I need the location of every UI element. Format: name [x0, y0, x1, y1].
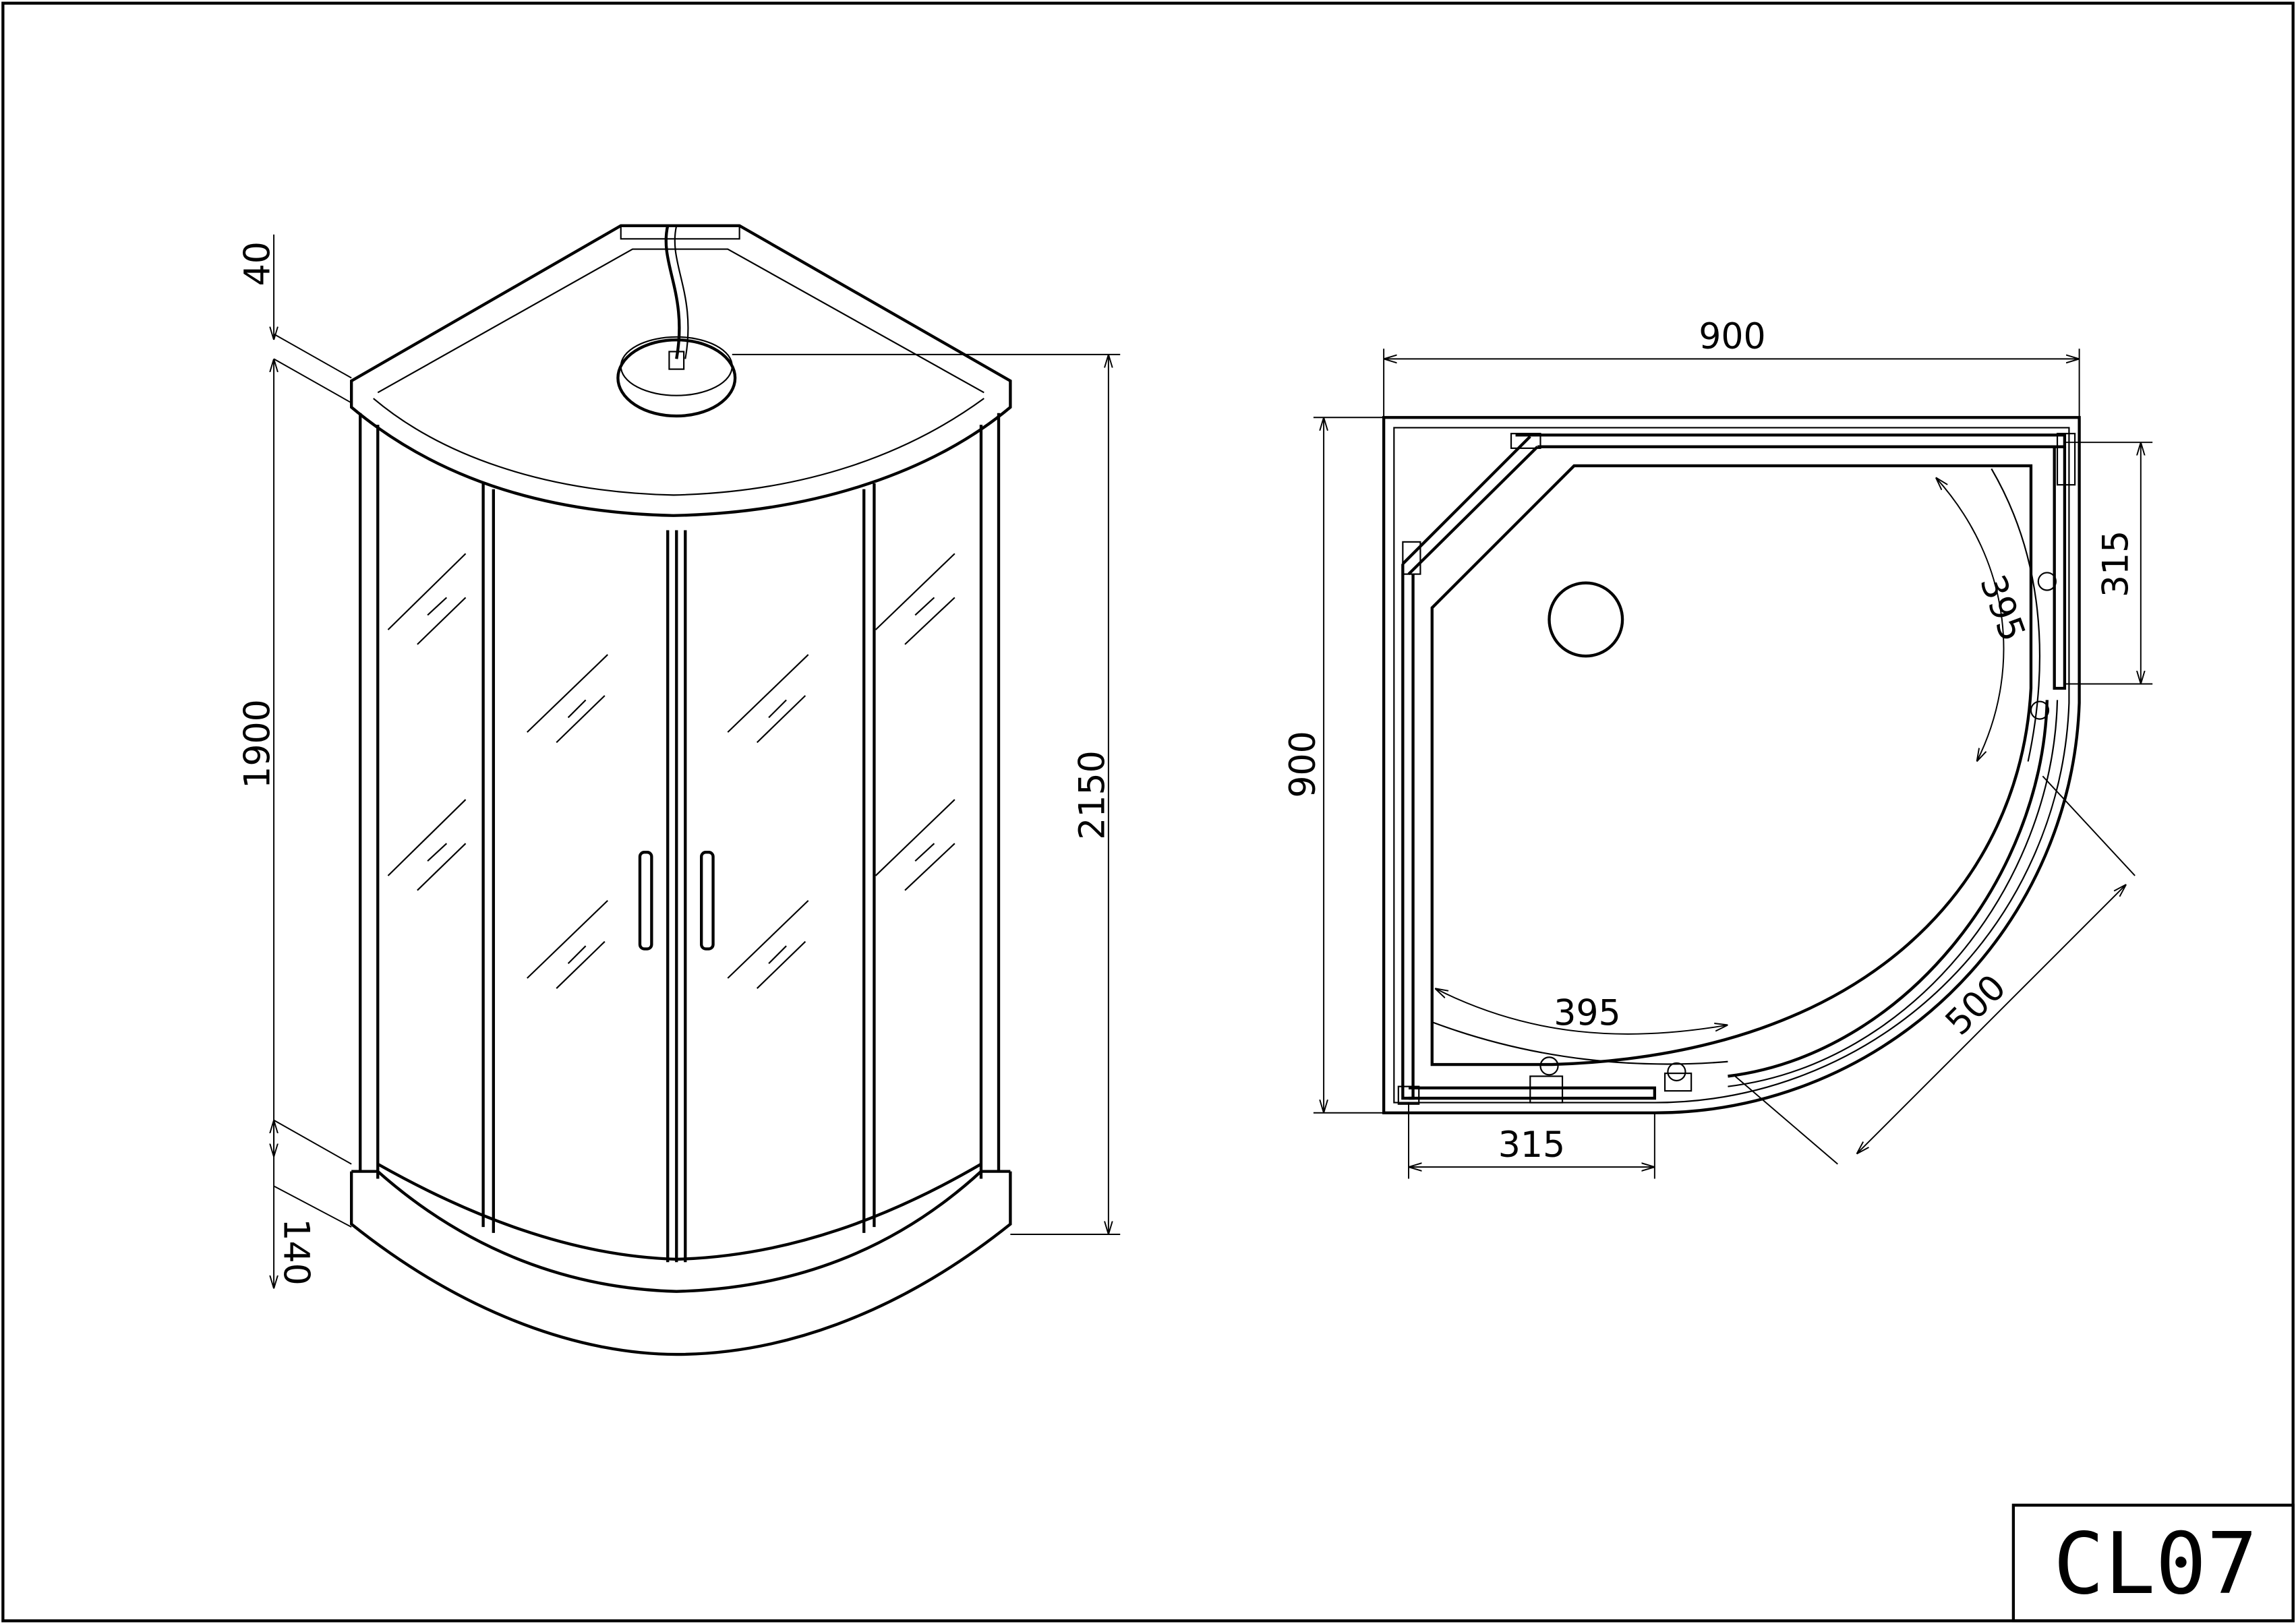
dim-width-label: 900 [1699, 317, 1765, 357]
drain [1548, 581, 1624, 658]
dim-total-height-label: 2150 [1072, 750, 1113, 840]
dim-door-arc-bottom-label: 395 [1554, 993, 1620, 1033]
door-handle-left [638, 851, 653, 951]
frame-posts [359, 413, 1001, 1263]
dim-panel-height-label: 1900 [238, 699, 278, 789]
title-block: CL07 [2011, 1503, 2295, 1623]
door-handle-right [700, 851, 715, 951]
front-dimensions: 40 1900 140 2150 [238, 234, 1121, 1289]
dim-tray-height-label: 140 [275, 1218, 316, 1285]
plan-view: 900 900 315 315 395 395 500 [1283, 317, 2153, 1179]
dim-fixed-panel-right-label: 315 [2096, 531, 2136, 597]
glass-reflections [387, 553, 955, 989]
dim-depth-label: 900 [1283, 731, 1324, 798]
dim-door-arc-right-label: 395 [1972, 570, 2032, 646]
front-view: 40 1900 140 2150 [238, 224, 1121, 1356]
dim-fixed-panel-bottom-label: 315 [1498, 1125, 1565, 1166]
shower-head [616, 225, 737, 418]
roof [350, 224, 1012, 517]
shower-tray [350, 1170, 1012, 1356]
dim-radius-label: 500 [1938, 967, 2014, 1044]
model-code: CL07 [2053, 1514, 2258, 1613]
dim-top-height-label: 40 [238, 241, 278, 286]
